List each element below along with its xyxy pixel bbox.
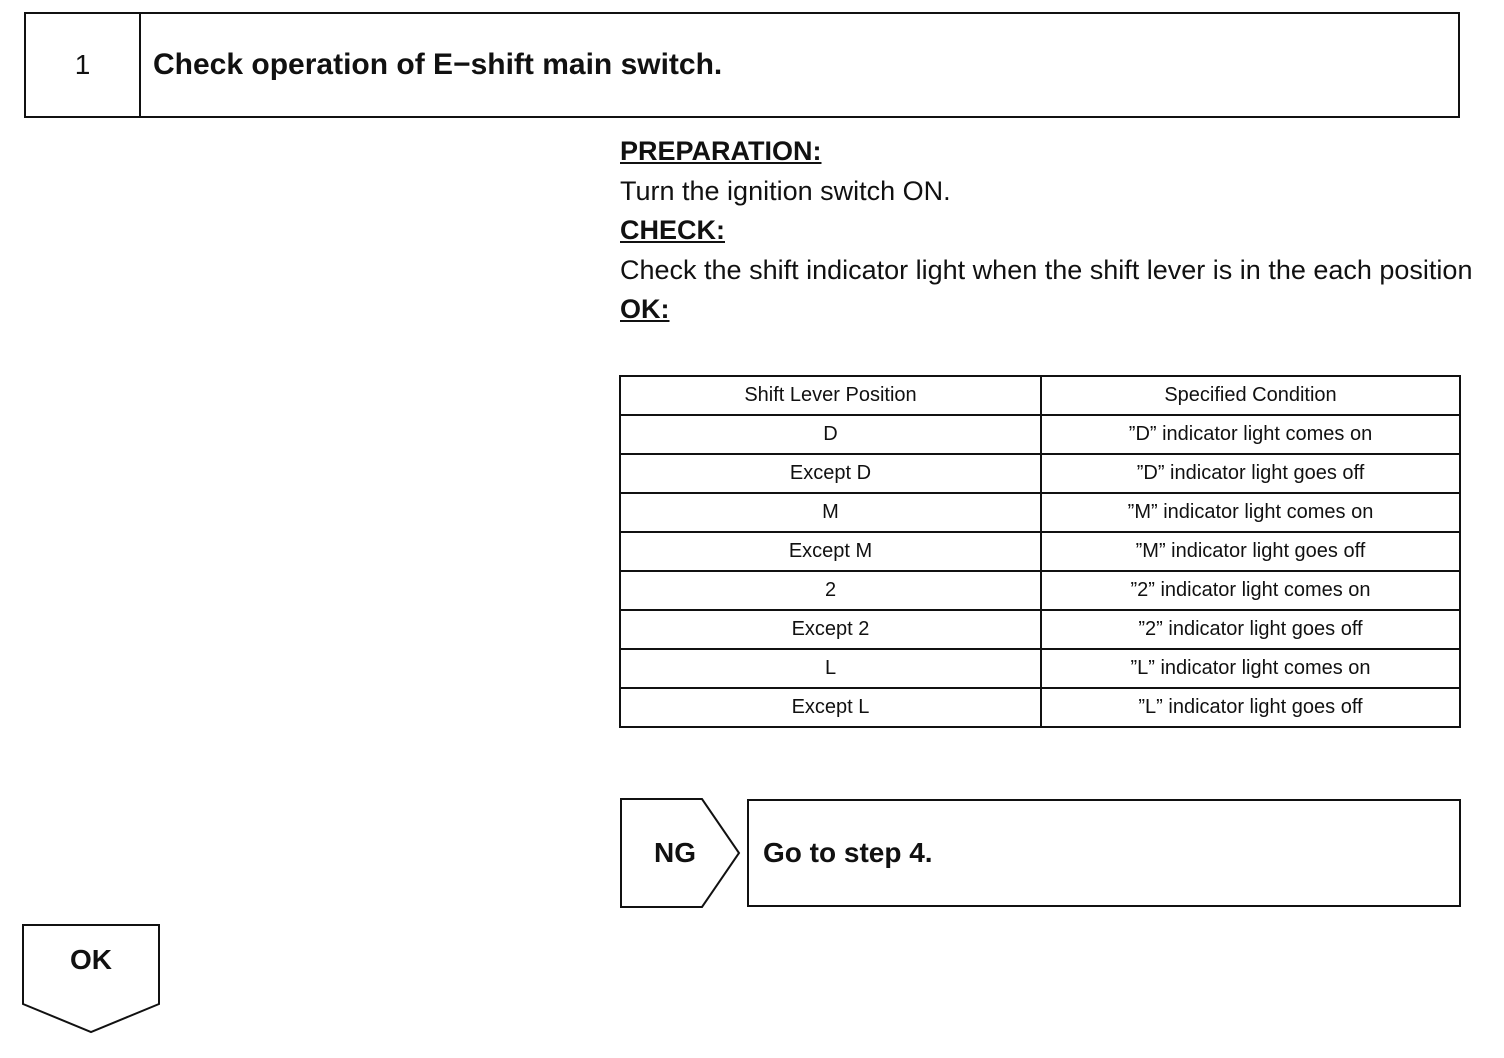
table-cell: ”M” indicator light comes on: [1040, 492, 1461, 533]
check-text: Check the shift indicator light when the…: [620, 254, 1473, 285]
table-cell: 2: [619, 570, 1042, 611]
ng-branch-arrow: NG: [620, 798, 742, 908]
column-header: Specified Condition: [1040, 375, 1461, 416]
right-arrow-icon: [620, 798, 741, 908]
table-cell: ”M” indicator light goes off: [1040, 531, 1461, 572]
preparation-text: Turn the ignition switch ON.: [620, 175, 951, 206]
down-arrow-icon: [22, 924, 160, 1034]
table-cell: M: [619, 492, 1042, 533]
table-cell: ”L” indicator light goes off: [1040, 687, 1461, 728]
table-cell: ”L” indicator light comes on: [1040, 648, 1461, 689]
table-cell: ”2” indicator light comes on: [1040, 570, 1461, 611]
table-row: Except D ”D” indicator light goes off: [619, 453, 1461, 494]
table-cell: ”D” indicator light comes on: [1040, 414, 1461, 455]
table-row: L ”L” indicator light comes on: [619, 648, 1461, 689]
table-cell: Except M: [619, 531, 1042, 572]
step-number: 1: [26, 14, 141, 116]
condition-table: Shift Lever Position Specified Condition…: [619, 375, 1461, 728]
table-cell: Except L: [619, 687, 1042, 728]
check-heading: CHECK:: [620, 215, 725, 245]
column-header: Shift Lever Position: [619, 375, 1042, 416]
table-header-row: Shift Lever Position Specified Condition: [619, 375, 1461, 416]
table-row: Except L ”L” indicator light goes off: [619, 687, 1461, 728]
instructions: PREPARATION: Turn the ignition switch ON…: [620, 132, 1480, 330]
table-row: Except M ”M” indicator light goes off: [619, 531, 1461, 572]
step-header: 1 Check operation of E−shift main switch…: [24, 12, 1460, 118]
ok-heading: OK:: [620, 294, 670, 324]
ng-target-box: Go to step 4.: [747, 799, 1461, 907]
table-row: M ”M” indicator light comes on: [619, 492, 1461, 533]
table-row: D ”D” indicator light comes on: [619, 414, 1461, 455]
ng-label: NG: [654, 837, 696, 868]
ok-branch-arrow: OK: [22, 924, 160, 1034]
table-cell: D: [619, 414, 1042, 455]
table-row: 2 ”2” indicator light comes on: [619, 570, 1461, 611]
step-title: Check operation of E−shift main switch.: [153, 48, 723, 81]
ok-label: OK: [70, 944, 112, 975]
table-row: Except 2 ”2” indicator light goes off: [619, 609, 1461, 650]
table-cell: Except D: [619, 453, 1042, 494]
preparation-heading: PREPARATION:: [620, 136, 822, 166]
table-cell: Except 2: [619, 609, 1042, 650]
table-cell: ”2” indicator light goes off: [1040, 609, 1461, 650]
table-cell: L: [619, 648, 1042, 689]
table-cell: ”D” indicator light goes off: [1040, 453, 1461, 494]
